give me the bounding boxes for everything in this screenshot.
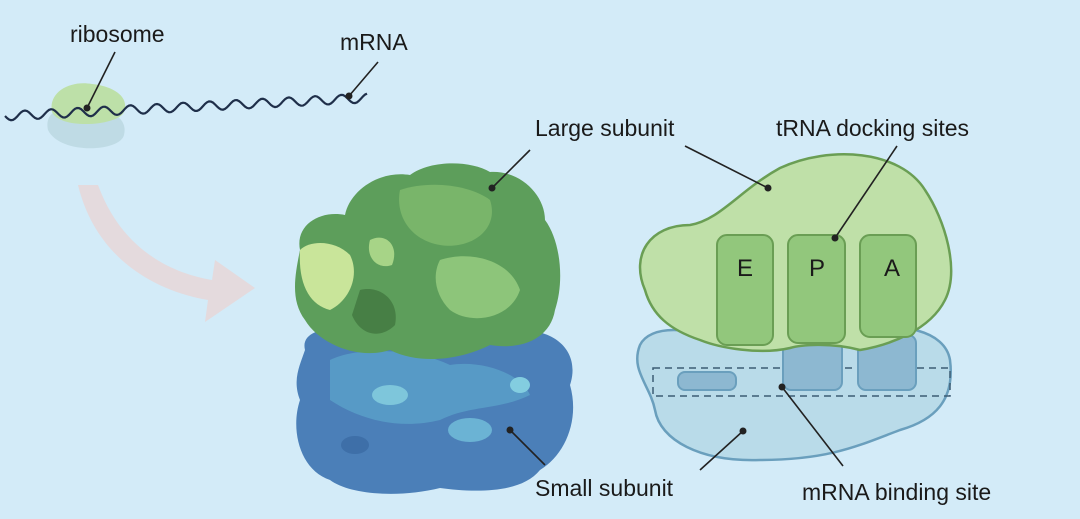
- schematic-large-subunit: [638, 145, 953, 353]
- schematic-small-subunit: [636, 325, 952, 471]
- mrna-strand: [4, 92, 368, 122]
- site-a-label: A: [884, 255, 900, 282]
- ribosome-3d-small-subunit: [296, 322, 574, 494]
- mrna-label: mRNA: [340, 29, 408, 55]
- site-p-label: P: [809, 255, 825, 282]
- mini-ribosome: [47, 51, 126, 149]
- ribosome-label: ribosome: [70, 21, 165, 47]
- site-e-label: E: [737, 255, 753, 282]
- large-subunit-label: Large subunit: [535, 115, 675, 141]
- curved-arrow-icon: [78, 185, 255, 322]
- small-subunit-label: Small subunit: [535, 475, 674, 501]
- trna-docking-sites-label: tRNA docking sites: [776, 115, 969, 141]
- mrna-binding-site-label: mRNA binding site: [802, 479, 991, 505]
- ribosome-3d-large-subunit: [295, 149, 561, 360]
